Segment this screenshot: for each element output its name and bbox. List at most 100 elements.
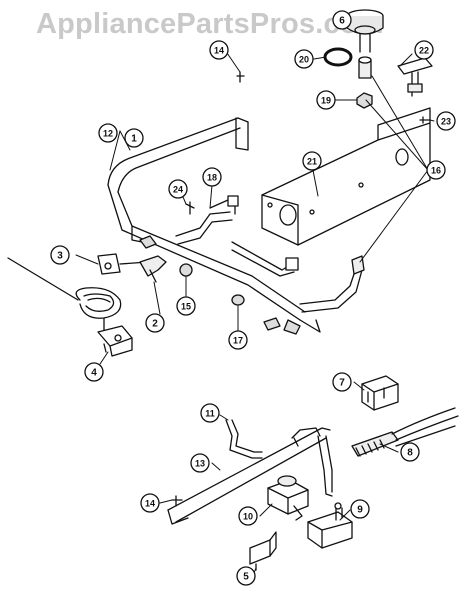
part-6-thermostat-dial: [346, 9, 384, 53]
callout-label: 9: [357, 505, 363, 516]
callout-c5: 5: [236, 566, 256, 586]
part-10-safety-valve: [267, 475, 309, 521]
callout-circle: [98, 123, 118, 143]
part-20-o-ring: [323, 47, 353, 67]
callout-label: 10: [243, 512, 253, 522]
callout-label: 19: [321, 96, 331, 106]
callout-label: 21: [307, 157, 317, 167]
callout-label: 2: [152, 319, 158, 330]
callout-c14b: 14: [140, 493, 160, 513]
part-23-screw: [419, 116, 431, 124]
callout-circle: [236, 566, 256, 586]
callout-c11: 11: [200, 403, 220, 423]
callout-label: 15: [181, 302, 191, 312]
part-7-terminal-block: [361, 375, 399, 411]
callout-c22: 22: [414, 40, 434, 60]
part-19-nut: [356, 92, 373, 109]
leader-lines: [75, 49, 435, 574]
part-15-nut: [179, 263, 193, 277]
callout-c23: 23: [436, 111, 456, 131]
part-4-thermostat: [7, 257, 133, 357]
part-1-burner-manifold: [107, 117, 321, 333]
callouts: 1234567891011121314141516171819202122232…: [50, 10, 456, 586]
callout-circle: [176, 296, 196, 316]
callout-circle: [190, 453, 210, 473]
callout-c10: 10: [238, 506, 258, 526]
callout-circle: [302, 151, 322, 171]
callout-label: 6: [339, 16, 345, 27]
callout-circle: [209, 40, 229, 60]
callout-label: 14: [214, 46, 224, 56]
callout-c2: 2: [145, 313, 165, 333]
callout-circle: [238, 506, 258, 526]
watermark: AppliancePartsPros.com: [36, 8, 384, 40]
callout-c6: 6: [332, 10, 352, 30]
callout-circle: [84, 362, 104, 382]
part-22-igniter-bracket: [397, 57, 433, 97]
callout-label: 20: [299, 55, 309, 65]
callout-c19: 19: [316, 90, 336, 110]
callout-label: 24: [173, 185, 183, 195]
callout-circle: [124, 128, 144, 148]
callout-c1: 1: [124, 128, 144, 148]
callout-circle: [332, 372, 352, 392]
part-14-screw-top: [236, 71, 245, 83]
callout-circle: [316, 90, 336, 110]
callout-c7: 7: [332, 372, 352, 392]
callout-label: 5: [243, 572, 249, 583]
callout-circle: [436, 111, 456, 131]
callout-circle: [202, 167, 222, 187]
callout-circle: [168, 179, 188, 199]
callout-c3: 3: [50, 245, 70, 265]
callout-c21: 21: [302, 151, 322, 171]
callout-circle: [200, 403, 220, 423]
callout-c9: 9: [350, 499, 370, 519]
callout-c8: 8: [400, 442, 420, 462]
callout-circle: [294, 49, 314, 69]
callout-c15: 15: [176, 296, 196, 316]
part-9-valve: [307, 502, 353, 549]
callout-circle: [50, 245, 70, 265]
callout-circle: [145, 313, 165, 333]
part-14-screw-lower: [171, 495, 183, 507]
callout-label: 12: [103, 129, 113, 139]
part-24-screw: [185, 201, 195, 215]
callout-c13: 13: [190, 453, 210, 473]
callout-circle: [140, 493, 160, 513]
callout-label: 23: [441, 117, 451, 127]
callout-circle: [228, 330, 248, 350]
part-11-tube: [225, 419, 263, 459]
part-18-orifice-tube: [175, 195, 239, 245]
part-16-fitting-top: [358, 56, 372, 79]
callout-c4: 4: [84, 362, 104, 382]
callout-label: 11: [205, 409, 215, 419]
callout-circle: [426, 160, 446, 180]
callout-label: 7: [339, 378, 345, 389]
part-21-bracket: [261, 107, 431, 246]
callout-circle: [400, 442, 420, 462]
callout-circle: [332, 10, 352, 30]
callout-c24: 24: [168, 179, 188, 199]
part-13-lower-burner: [167, 427, 333, 525]
callout-label: 13: [195, 459, 205, 469]
callout-c14a: 14: [209, 40, 229, 60]
part-8-igniter: [351, 407, 459, 457]
callout-label: 1: [131, 134, 137, 145]
callout-c16: 16: [426, 160, 446, 180]
callout-c17: 17: [228, 330, 248, 350]
callout-label: 3: [57, 251, 63, 262]
callout-label: 8: [407, 448, 413, 459]
callout-label: 17: [233, 336, 243, 346]
callout-label: 14: [145, 499, 155, 509]
part-fitting: [139, 235, 157, 249]
callout-label: 22: [419, 46, 429, 56]
callout-label: 18: [207, 173, 217, 183]
callout-c18: 18: [202, 167, 222, 187]
part-17-tube-fitting: [231, 241, 299, 306]
callout-c12: 12: [98, 123, 118, 143]
callout-label: 4: [91, 368, 97, 379]
part-5-bracket: [249, 531, 277, 571]
callout-circle: [414, 40, 434, 60]
